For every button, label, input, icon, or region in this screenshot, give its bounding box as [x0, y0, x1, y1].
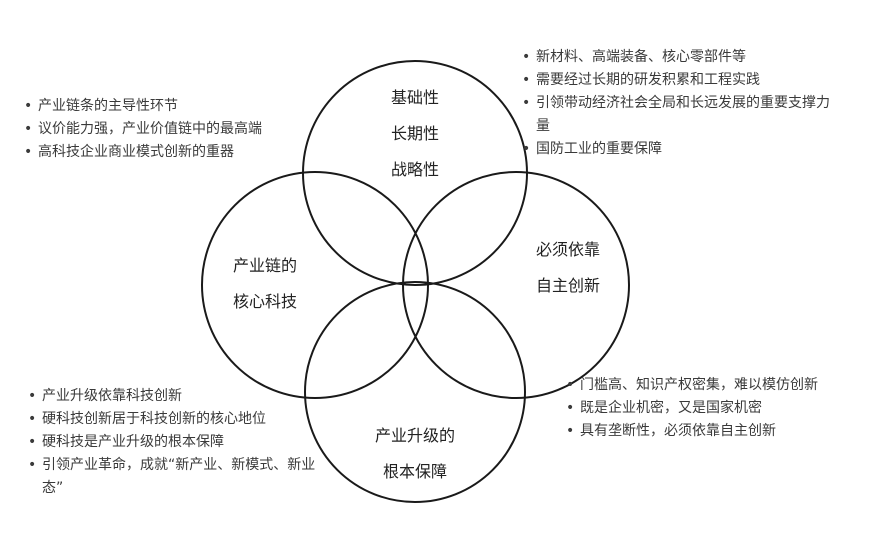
label-line: 根本保障 [382, 462, 447, 481]
list-item: 既是企业机密，又是国家机密 [566, 397, 826, 420]
label-line: 产业升级的 [374, 426, 455, 445]
list-item: 国防工业的重要保障 [522, 138, 842, 161]
notes-top-right: 新材料、高端装备、核心零部件等 需要经过长期的研发积累和工程实践 引领带动经济社… [522, 46, 842, 161]
notes-top-left: 产业链条的主导性环节 议价能力强，产业价值链中的最高端 高科技企业商业模式创新的… [24, 95, 274, 164]
list-item: 议价能力强，产业价值链中的最高端 [24, 118, 274, 141]
list-item: 产业升级依靠科技创新 [28, 385, 328, 408]
label-line: 长期性 [390, 124, 439, 143]
list-item: 产业链条的主导性环节 [24, 95, 274, 118]
label-right: 必须依靠 自主创新 [513, 232, 623, 304]
label-line: 基础性 [390, 88, 439, 107]
list-item: 硬科技创新居于科技创新的核心地位 [28, 408, 328, 431]
notes-bottom-left: 产业升级依靠科技创新 硬科技创新居于科技创新的核心地位 硬科技是产业升级的根本保… [28, 385, 328, 500]
label-line: 战略性 [390, 160, 439, 179]
list-item: 新材料、高端装备、核心零部件等 [522, 46, 842, 69]
label-line: 核心科技 [232, 292, 297, 311]
list-item: 硬科技是产业升级的根本保障 [28, 431, 328, 454]
list-item: 门槛高、知识产权密集，难以模仿创新 [566, 374, 826, 397]
label-line: 必须依靠 [535, 240, 600, 259]
label-left: 产业链的 核心科技 [210, 248, 320, 320]
label-top: 基础性 长期性 战略性 [365, 80, 465, 188]
notes-bottom-right: 门槛高、知识产权密集，难以模仿创新 既是企业机密，又是国家机密 具有垄断性，必须… [566, 374, 826, 443]
list-item: 引领带动经济社会全局和长远发展的重要支撑力量 [522, 92, 842, 138]
label-line: 自主创新 [535, 276, 600, 295]
list-item: 需要经过长期的研发积累和工程实践 [522, 69, 842, 92]
circle-right [402, 171, 630, 399]
label-bottom: 产业升级的 根本保障 [355, 418, 475, 490]
label-line: 产业链的 [232, 256, 297, 275]
list-item: 具有垄断性，必须依靠自主创新 [566, 420, 826, 443]
list-item: 引领产业革命，成就“新产业、新模式、新业态” [28, 454, 328, 500]
list-item: 高科技企业商业模式创新的重器 [24, 141, 274, 164]
